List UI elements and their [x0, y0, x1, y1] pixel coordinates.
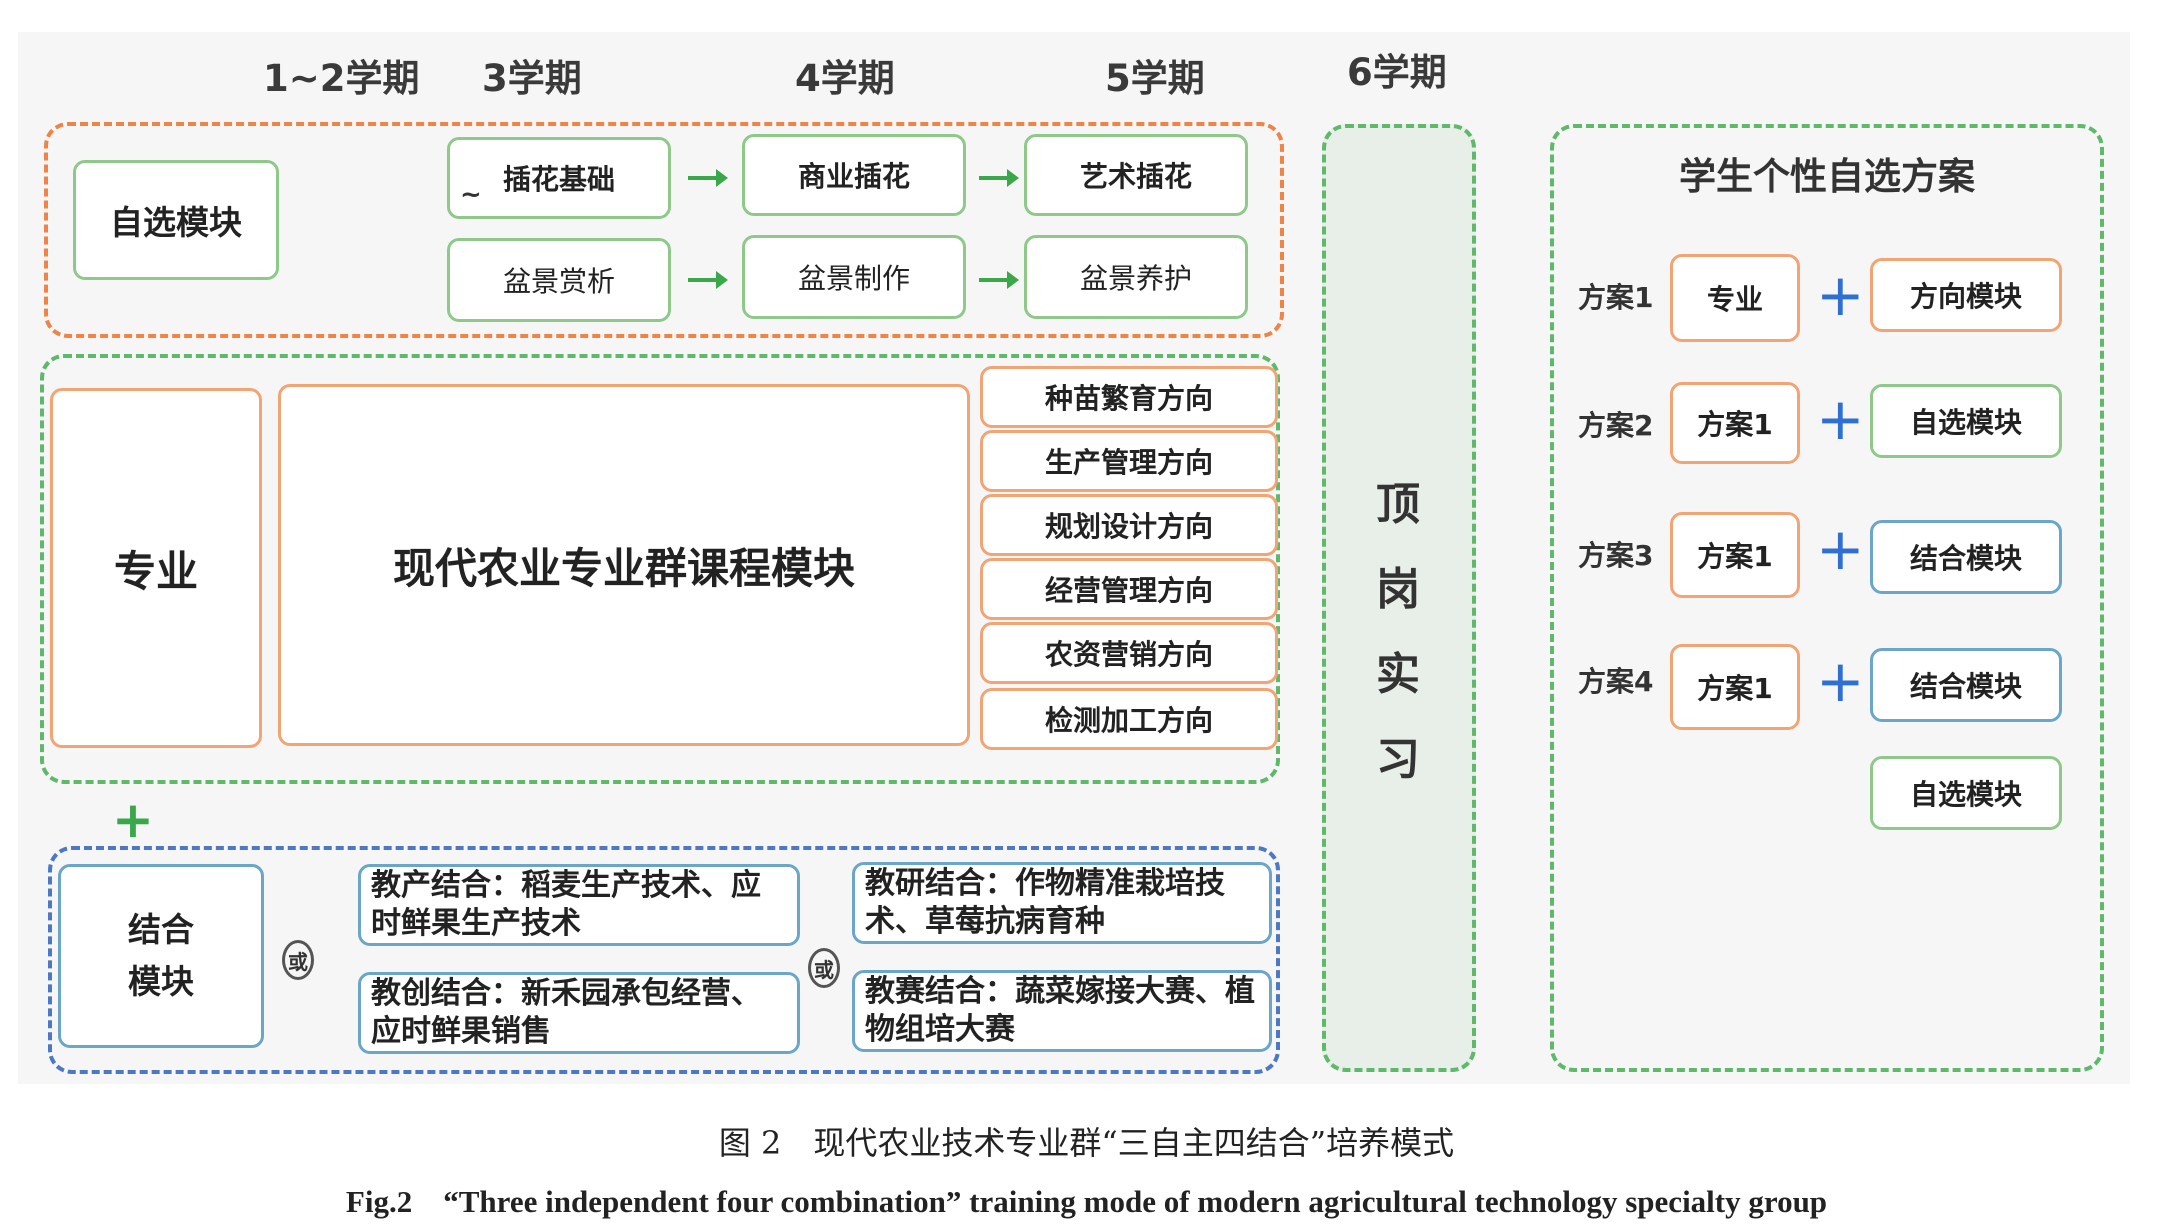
direction-inspection: 检测加工方向: [980, 688, 1278, 750]
arrow-right-icon: [688, 169, 728, 187]
personal-plan-group: [1550, 124, 2104, 1072]
course-commercial-flower: 商业插花: [742, 134, 966, 216]
course-art-flower: 艺术插花: [1024, 134, 1248, 216]
plan-3-label: 方案3: [1578, 539, 1654, 572]
elective-group: [44, 122, 1284, 338]
direction-seedling: 种苗繁育方向: [980, 366, 1278, 428]
plan-4-extra-module: 自选模块: [1870, 756, 2062, 830]
plan-4-module: 结合模块: [1870, 648, 2062, 722]
plan-2-base: 方案1: [1670, 382, 1800, 464]
plan-4-base: 方案1: [1670, 644, 1800, 730]
combo-teaching-innovation: 教创结合：新禾园承包经营、应时鲜果销售: [358, 972, 800, 1054]
semester-4: 4学期: [795, 57, 895, 100]
plan-3-base: 方案1: [1670, 512, 1800, 598]
or-icon: 或: [282, 940, 314, 980]
core-course-module: 现代农业专业群课程模块: [278, 384, 970, 746]
internship-label: 顶 岗 实 习: [1368, 462, 1428, 802]
plus-icon: +: [1816, 515, 1865, 583]
figure-caption-cn: 图 2 现代农业技术专业群“三自主四结合”培养模式: [718, 1124, 1455, 1162]
course-bonsai-making: 盆景制作: [742, 235, 966, 319]
semester-3: 3学期: [482, 57, 582, 100]
major-group: [40, 354, 1280, 784]
figure-caption-en: Fig.2 “Three independent four combinatio…: [345, 1184, 1828, 1219]
direction-planning: 规划设计方向: [980, 494, 1278, 556]
internship-char-3: 实: [1376, 649, 1420, 700]
internship-char-4: 习: [1376, 734, 1420, 785]
combo-teaching-production: 教产结合：稻麦生产技术、应时鲜果生产技术: [358, 864, 800, 946]
semester-6: 6学期: [1347, 51, 1447, 94]
semester-1-2: 1~2学期: [263, 57, 420, 100]
elective-module-title: 自选模块: [73, 160, 279, 280]
combo-title-line1: 结合: [128, 910, 194, 949]
arrow-right-icon: [979, 271, 1019, 289]
combo-teaching-research: 教研结合：作物精准栽培技术、草莓抗病育种: [852, 862, 1272, 944]
course-bonsai-appreciation: 盆景赏析: [447, 238, 671, 322]
plan-3-module: 结合模块: [1870, 520, 2062, 594]
combo-module-title: 结合 模块: [58, 864, 264, 1048]
combo-teaching-competition: 教赛结合：蔬菜嫁接大赛、植物组培大赛: [852, 970, 1272, 1052]
plan-1-base: 专业: [1670, 254, 1800, 342]
semester-5: 5学期: [1105, 57, 1205, 100]
plus-icon: +: [1816, 385, 1865, 453]
personal-plan-title: 学生个性自选方案: [1679, 155, 1975, 198]
course-flower-basics: 插花基础: [447, 137, 671, 219]
plan-2-label: 方案2: [1578, 409, 1654, 442]
course-bonsai-care: 盆景养护: [1024, 235, 1248, 319]
plan-4-label: 方案4: [1578, 665, 1654, 698]
plus-icon: +: [112, 791, 154, 849]
direction-marketing: 农资营销方向: [980, 622, 1278, 684]
internship-char-1: 顶: [1376, 479, 1420, 530]
arrow-right-icon: [688, 271, 728, 289]
combo-title-line2: 模块: [128, 962, 194, 1001]
major-title: 专业: [50, 388, 262, 748]
internship-group: [1322, 124, 1476, 1072]
direction-production: 生产管理方向: [980, 430, 1278, 492]
plan-1-label: 方案1: [1578, 281, 1654, 314]
plus-icon: +: [1816, 647, 1865, 715]
combo-group: [48, 846, 1280, 1074]
arrow-right-icon: [979, 169, 1019, 187]
plan-1-module: 方向模块: [1870, 258, 2062, 332]
plus-icon: +: [1816, 261, 1865, 329]
direction-management: 经营管理方向: [980, 558, 1278, 620]
internship-char-2: 岗: [1376, 564, 1420, 615]
or-icon: 或: [808, 948, 840, 988]
tilde-mark: ~: [460, 180, 482, 210]
plan-2-module: 自选模块: [1870, 384, 2062, 458]
